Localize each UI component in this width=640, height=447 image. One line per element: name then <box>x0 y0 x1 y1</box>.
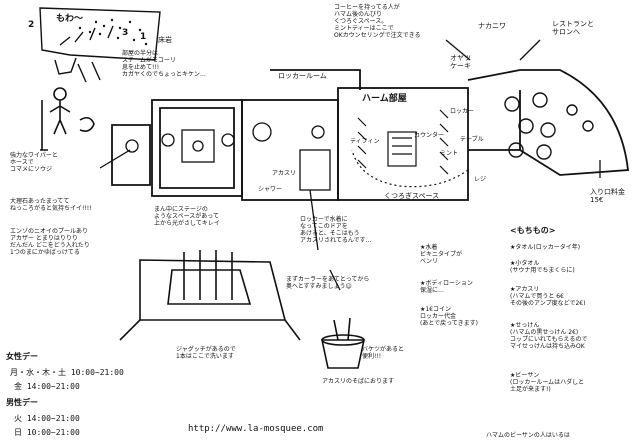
cafe-tables <box>504 92 594 160</box>
stage-ornament <box>125 122 331 191</box>
restaurant-label: レストランと サロンへ <box>552 20 594 37</box>
pool-note: エンゾのニオイのプールあり アカザー とまりはりりり だんだん どこをどう入れた… <box>10 228 90 257</box>
ladies-fri-hours: 金 14:00~21:00 <box>14 382 80 391</box>
pointer-arrows <box>99 39 601 291</box>
ladies-day-label: 女性デー <box>6 352 38 361</box>
lock-label: ロッカー <box>450 108 475 115</box>
mint-label: ミント <box>440 150 459 157</box>
stage-perspective-sketch <box>119 250 301 341</box>
mens-day-label: 男性デー <box>6 398 38 407</box>
locker-room-label: ロッカールーム <box>278 72 327 80</box>
coffee-note: コーヒーを持ってる人が ハマム後のんびり くつろぐスペース。 ミントティーはここ… <box>334 4 421 40</box>
steam-sign: もわ〜 <box>56 14 84 24</box>
map-number-1: 1 <box>140 32 147 42</box>
courtyard-label: ナカニワ <box>478 22 506 30</box>
steam-dots <box>78 18 148 46</box>
hamam-room-detail <box>357 109 449 175</box>
walking-route <box>351 149 469 188</box>
map-number-2: 2 <box>28 20 35 30</box>
snack-label: オヤツ ケーキ <box>450 54 471 71</box>
stage-note: まん中にステージの ようなスペースがあって 上から光がさしてキレイ <box>154 206 220 228</box>
marble-note: 大理石あったまってて ねっころがると気持ちイイ!!!! <box>10 198 92 213</box>
bucket-sketch <box>321 317 365 369</box>
tiffin-label: ティフィン <box>350 138 380 145</box>
bedrock-label: 床岩 <box>158 36 172 44</box>
bring-item-akasuri: ★アカスリ (ハマムで買うと 6€ その後のアンプ度などで2€) <box>510 286 586 308</box>
person-with-wiper <box>40 87 95 151</box>
steam-room-sketch <box>39 7 161 83</box>
steam-note: 部屋の半分は スチームがモコーリ 息を止めて!!! カガヤくのでちょっとキケン… <box>122 50 206 79</box>
relax-space-label: くつろぎスペース <box>384 192 440 200</box>
mid-item-swimsuit: ★水着 ビキニタイプが ベンリ <box>420 244 463 266</box>
jacuzzi-note: ジャグッチがあるので 1本はここで洗います <box>176 346 236 361</box>
mid-item-coin: ★1€コイン ロッカー代金 (あとで戻ってきます) <box>420 306 479 328</box>
mens-sun-hours: 日 10:00~21:00 <box>14 428 80 437</box>
bucket-sub-note: アカスリのそばにおります <box>322 378 395 385</box>
bring-item-sandals: ★ビーサン (ロッカールームはハダしと 土足が来ます!) <box>510 372 585 394</box>
counter-label: カウンター <box>414 132 445 139</box>
table-label: テーブル <box>460 136 484 143</box>
register-label: レジ <box>474 176 487 183</box>
website-url: http://www.la-mosquee.com <box>188 424 324 434</box>
bring-item-small-towel: ★小タオル (サウナ用でちまくらに) <box>510 260 575 275</box>
entrance-fee: 入り口料金 15€ <box>590 188 625 205</box>
shower-label: シャワー <box>258 186 283 193</box>
wiper-note: 強力なワイパーと ホースで コマメにソウジ <box>10 152 58 174</box>
mid-item-lotion: ★ボディローション 保湿に… <box>420 280 473 295</box>
bring-item-towel: ★タオル(ロッカータイ年) <box>510 244 581 251</box>
bring-list-heading: <もちもの> <box>510 226 556 235</box>
mens-tue-hours: 火 14:00~21:00 <box>14 414 80 423</box>
ladies-day-hours: 月・水・木・土 10:00~21:00 <box>10 368 124 377</box>
bring-item-soap: ★せっけん (ハマムの黒せっけん 2€) コップにいれてもらえるので マイせっけ… <box>510 322 588 351</box>
bring-footnote: ハマムのビーサンの人はいるは <box>486 432 570 439</box>
akasuri-label: アカスリ <box>272 170 297 177</box>
hamam-room-heading: ハーム部屋 <box>362 94 407 104</box>
door-note: ロッカーで水着に なってこのドアを あけると、そこはもう アカスリされてるんです… <box>300 216 372 245</box>
map-number-3: 3 <box>122 28 129 38</box>
floor-plan-main <box>111 69 630 201</box>
mat-note: まずカーラーをあてとってから 奥へとすすみましょう☺ <box>286 276 370 291</box>
bucket-note: バケツがあると 便利!!! <box>362 346 405 361</box>
